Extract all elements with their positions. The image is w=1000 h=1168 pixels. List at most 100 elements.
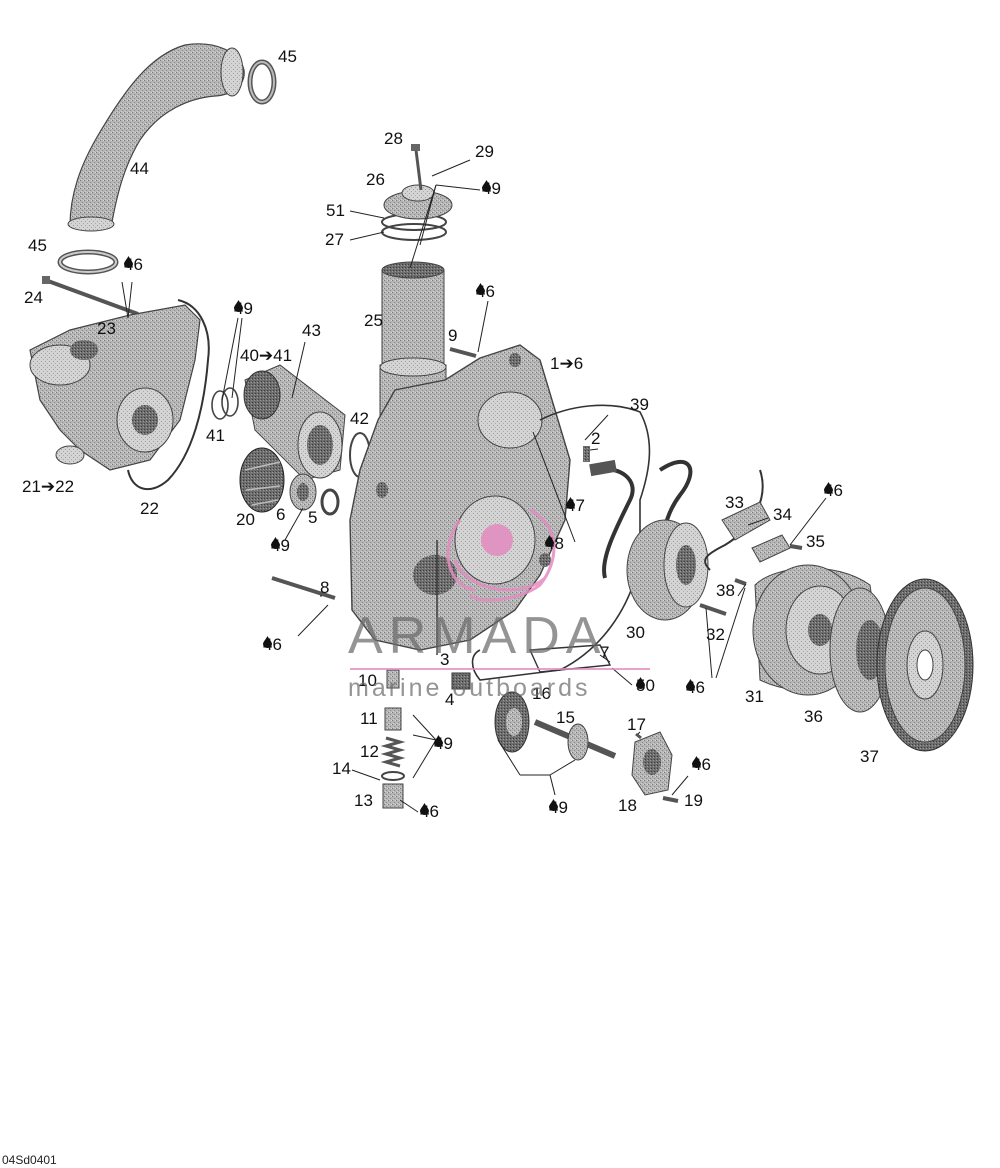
callout-c1: 1➔6 — [550, 355, 583, 372]
part-34-bracket — [751, 534, 791, 563]
part-24-long-bolt — [42, 276, 139, 316]
callout-c22: 22 — [140, 500, 159, 517]
callout-number: 12 — [360, 742, 379, 761]
callout-c36: 36 — [804, 708, 823, 725]
callout-c15: 15 — [556, 709, 575, 726]
callout-number: 38 — [716, 581, 735, 600]
callout-c46d: 46 — [263, 636, 282, 653]
callout-c45a: 45 — [278, 48, 297, 65]
callout-number: 18 — [618, 796, 637, 815]
callout-number: 21➔22 — [22, 477, 75, 496]
drop-icon — [566, 497, 575, 509]
callout-c13: 13 — [354, 792, 373, 809]
callout-c4: 4 — [445, 691, 454, 708]
part-35-screw — [789, 544, 803, 550]
callout-number: 5 — [308, 508, 318, 527]
callout-c42: 42 — [350, 410, 369, 427]
part-6-seal — [289, 473, 317, 511]
callout-c49e: 49 — [549, 799, 568, 816]
watermark-rule — [350, 668, 650, 670]
callout-c47: 47 — [566, 497, 585, 514]
callout-number: 45 — [278, 47, 297, 66]
callout-number: 42 — [350, 409, 369, 428]
callout-c30: 30 — [626, 624, 645, 641]
callout-c43: 43 — [302, 322, 321, 339]
part-7-gasket — [528, 644, 612, 673]
callout-number: 23 — [97, 319, 116, 338]
part-4-drain-plug — [451, 672, 471, 690]
callout-c12: 12 — [360, 743, 379, 760]
callout-c48: 48 — [545, 535, 564, 552]
callout-c51: 51 — [326, 202, 345, 219]
callout-number: 35 — [806, 532, 825, 551]
callout-number: 8 — [320, 578, 330, 597]
callout-c24: 24 — [24, 289, 43, 306]
callout-number: 2 — [591, 429, 601, 448]
part-11-piston — [384, 707, 402, 731]
callout-number: 22 — [140, 499, 159, 518]
part-44-water-hose — [67, 43, 245, 232]
callout-number: 44 — [130, 159, 149, 178]
drop-icon — [824, 482, 833, 494]
callout-c34: 34 — [773, 506, 792, 523]
watermark-logo — [446, 508, 556, 602]
drop-icon — [549, 799, 558, 811]
callout-number: 43 — [302, 321, 321, 340]
callout-number: 9 — [448, 326, 458, 345]
callout-c6: 6 — [276, 506, 285, 523]
callout-c46a: 46 — [124, 256, 143, 273]
callout-number: 51 — [326, 201, 345, 220]
callout-number: 24 — [24, 288, 43, 307]
callout-c21: 21➔22 — [22, 478, 74, 495]
drop-icon — [686, 679, 695, 691]
drop-icon — [263, 636, 272, 648]
part-30-stator — [589, 459, 709, 621]
callout-c26: 26 — [366, 171, 385, 188]
part-10-plug — [386, 669, 400, 689]
part-45-clamp-lower — [57, 249, 119, 275]
callout-number: 39 — [630, 395, 649, 414]
callout-c49a: 49 — [234, 300, 253, 317]
callout-number: 33 — [725, 493, 744, 512]
part-37-flywheel-ring-gear — [876, 578, 974, 752]
part-32-bolt — [699, 603, 727, 616]
callout-c44: 44 — [130, 160, 149, 177]
watermark-brand: ARMADA — [348, 607, 607, 665]
callout-c40: 40➔41 — [240, 347, 292, 364]
callout-number: 19 — [684, 791, 703, 810]
part-19-screw — [662, 796, 679, 803]
callout-c28: 28 — [384, 130, 403, 147]
callout-c9: 9 — [448, 327, 457, 344]
part-33-sensor-cable — [704, 469, 771, 571]
callout-number: 32 — [706, 625, 725, 644]
part-36-ring-gear-hub — [829, 587, 891, 713]
callout-c49b: 49 — [271, 537, 290, 554]
callout-c14: 14 — [332, 760, 351, 777]
diagram-reference: 04Sd0401 — [2, 1153, 57, 1167]
part-22-gasket — [127, 299, 210, 491]
callout-c10: 10 — [358, 672, 377, 689]
callout-c37: 37 — [860, 748, 879, 765]
callout-c45b: 45 — [28, 237, 47, 254]
callout-c31: 31 — [745, 688, 764, 705]
callout-c8: 8 — [320, 579, 329, 596]
callout-c20: 20 — [236, 511, 255, 528]
callout-c2: 2 — [591, 430, 600, 447]
part-28-29-rod — [411, 144, 423, 191]
part-38-bolt — [734, 578, 747, 586]
drop-icon — [420, 803, 429, 815]
callout-number: 20 — [236, 510, 255, 529]
callout-c18: 18 — [618, 797, 637, 814]
callout-c27: 27 — [325, 231, 344, 248]
callout-number: 27 — [325, 230, 344, 249]
part-18-pump-cover — [631, 731, 673, 796]
callout-c46f: 46 — [692, 756, 711, 773]
watermark-subtitle: marine outboards — [348, 674, 591, 702]
part-5-seal-ring — [320, 488, 340, 516]
callout-number: 28 — [384, 129, 403, 148]
callout-number: 15 — [556, 708, 575, 727]
part-12-spring — [380, 736, 406, 768]
part-14-washer — [381, 771, 405, 781]
callout-c46b: 46 — [476, 283, 495, 300]
callout-number: 4 — [445, 690, 455, 709]
